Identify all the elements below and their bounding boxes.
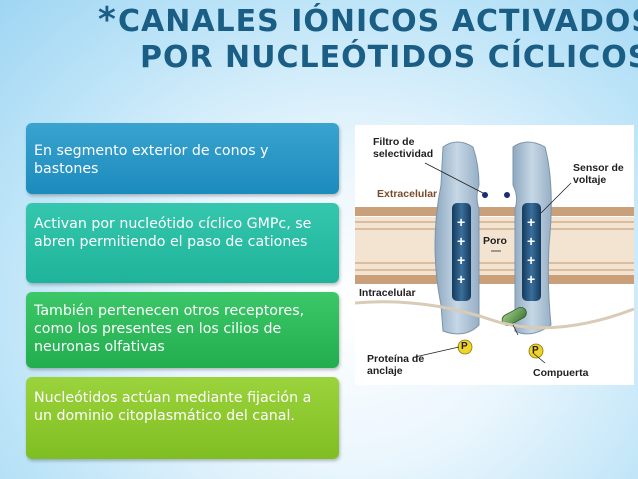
label-pointers xyxy=(414,162,572,364)
charge-left-1: + xyxy=(457,214,466,230)
label-pore: Poro xyxy=(483,235,507,247)
label-intracellular: Intracelular xyxy=(359,287,416,299)
charge-right-2: + xyxy=(527,233,536,249)
slide-title: * CANALES IÓNICOS ACTIVADOS POR NUCLEÓTI… xyxy=(98,0,638,76)
title-line-1: CANALES IÓNICOS ACTIVADOS xyxy=(118,4,638,39)
charge-right-4: + xyxy=(527,271,536,287)
membrane-core xyxy=(355,217,634,275)
label-selectivity-filter: Filtro de selectividad xyxy=(373,136,434,160)
ion-channel-diagram: + + + + + + + + P P Filtro de selectivid… xyxy=(354,125,635,385)
title-asterisk: * xyxy=(98,0,116,40)
membrane-tails xyxy=(355,221,634,271)
label-voltage-sensor: Sensor de voltaje xyxy=(573,162,624,186)
bullet-box-3: También pertenecen otros receptores, com… xyxy=(26,292,339,368)
charge-left-3: + xyxy=(457,252,466,268)
voltage-sensor-right xyxy=(522,203,541,301)
anchoring-membrane-line xyxy=(354,300,635,330)
title-line-2: POR NUCLEÓTIDOS CÍCLICOS xyxy=(140,40,638,75)
bullet-box-4: Nucleótidos actúan mediante fijación a u… xyxy=(26,377,339,459)
membrane-top-heads xyxy=(355,207,634,216)
label-anchoring-protein: Proteína de anclaje xyxy=(367,353,425,377)
phosphate-right-icon xyxy=(528,343,544,359)
selectivity-filter-right-icon xyxy=(504,192,510,198)
charge-left-2: + xyxy=(457,233,466,249)
label-extracellular: Extracelular xyxy=(377,188,438,200)
ion-channel-illustration xyxy=(354,141,635,364)
charge-right-3: + xyxy=(527,252,536,268)
bullet-box-2: Activan por nucleótido cíclico GMPc, se … xyxy=(26,203,339,283)
selectivity-filter-left-icon xyxy=(482,192,488,198)
charge-right-1: + xyxy=(527,214,536,230)
bullet-box-list: En segmento exterior de conos y bastones… xyxy=(26,123,339,468)
label-gate: Compuerta xyxy=(533,367,589,379)
voltage-sensor-left xyxy=(452,203,471,301)
lipid-bilayer xyxy=(355,207,634,284)
bullet-box-1: En segmento exterior de conos y bastones xyxy=(26,123,339,194)
membrane-bottom-heads xyxy=(355,275,634,284)
phosphate-left-label: P xyxy=(461,341,468,352)
charge-left-4: + xyxy=(457,271,466,287)
phosphate-right-label: P xyxy=(532,345,539,356)
